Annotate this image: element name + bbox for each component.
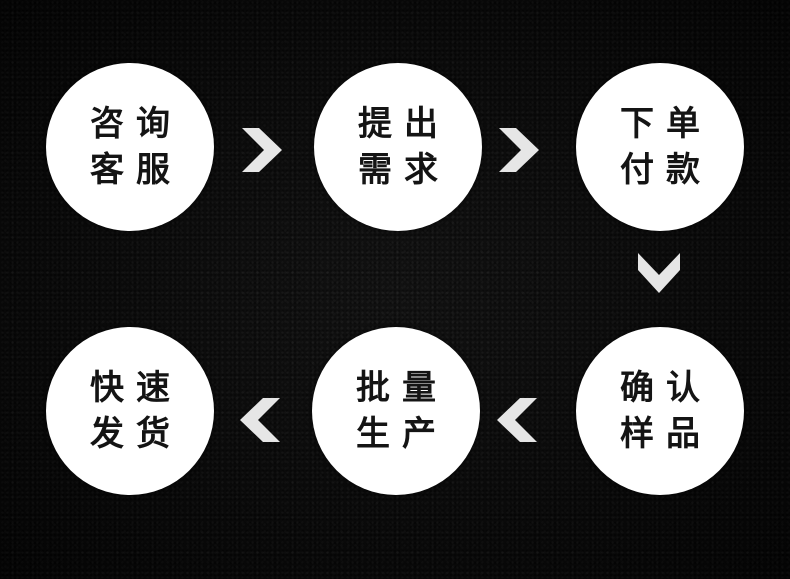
step-label-line1: 确认 xyxy=(620,368,712,408)
chevron-right-icon xyxy=(499,128,539,172)
step-label-line1: 下单 xyxy=(620,104,712,144)
step-label-line2: 付款 xyxy=(620,150,712,190)
step-consult-service: 咨询 客服 xyxy=(46,63,214,231)
step-label-line2: 生产 xyxy=(356,414,448,454)
step-confirm-sample: 确认 样品 xyxy=(576,327,744,495)
step-submit-requirements: 提出 需求 xyxy=(314,63,482,231)
step-label-line2: 客服 xyxy=(90,150,182,190)
step-label-line1: 快速 xyxy=(90,368,182,408)
step-label-line1: 咨询 xyxy=(90,104,182,144)
step-fast-delivery: 快速 发货 xyxy=(46,327,214,495)
step-order-payment: 下单 付款 xyxy=(576,63,744,231)
step-mass-production: 批量 生产 xyxy=(312,327,480,495)
chevron-right-icon xyxy=(242,128,282,172)
step-label-line1: 批量 xyxy=(356,368,448,408)
step-label-line2: 样品 xyxy=(620,414,712,454)
chevron-down-icon xyxy=(638,253,680,293)
chevron-left-icon xyxy=(240,398,280,442)
chevron-left-icon xyxy=(497,398,537,442)
step-label-line2: 发货 xyxy=(90,414,182,454)
step-label-line2: 需求 xyxy=(358,150,450,190)
step-label-line1: 提出 xyxy=(358,104,450,144)
